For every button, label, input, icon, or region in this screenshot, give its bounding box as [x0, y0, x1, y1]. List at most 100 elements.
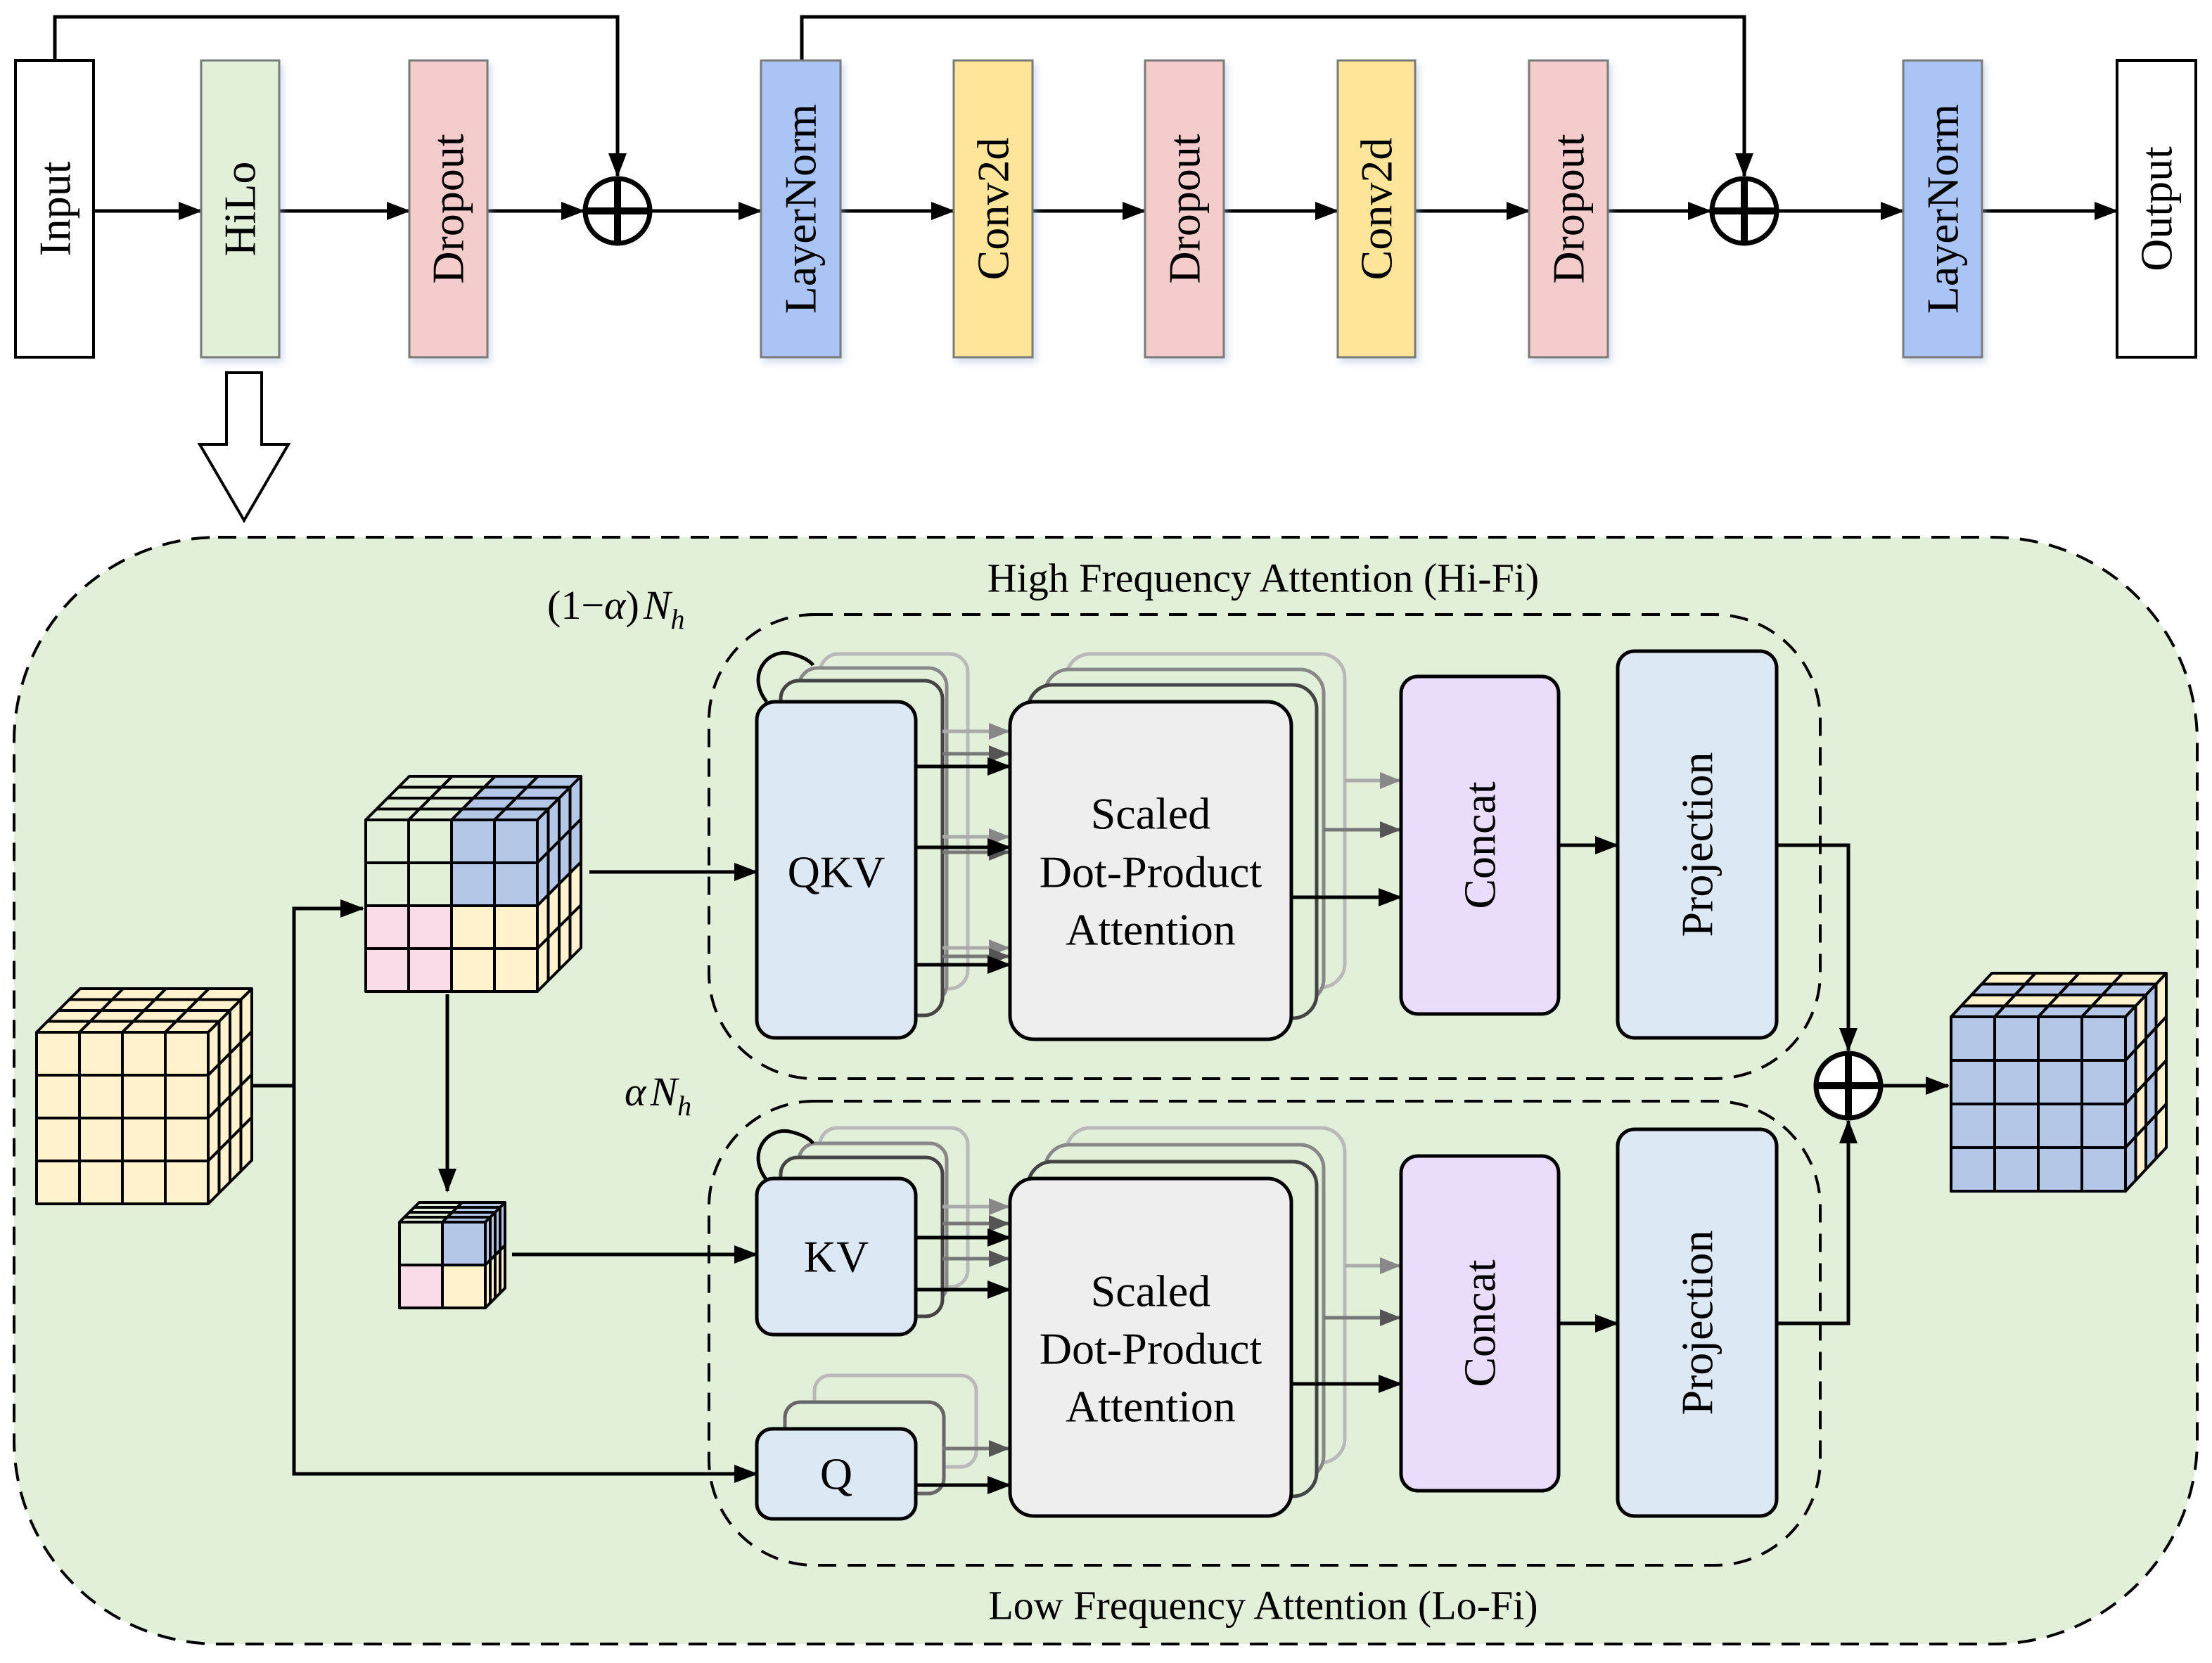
skip-connection-2 — [800, 15, 1753, 177]
output-label: Output — [2132, 146, 2182, 271]
cube-cell — [2080, 1015, 2127, 1062]
cube-cell — [1950, 1015, 1996, 1062]
cube-cell — [1993, 1059, 2040, 1105]
q-label: Q — [820, 1449, 852, 1499]
cube-cell — [2144, 1113, 2158, 1171]
input-block — [14, 59, 95, 359]
cube-cell — [407, 904, 453, 950]
cube-cell — [525, 775, 582, 789]
cube-cell — [441, 1264, 487, 1309]
cube-cell — [164, 1020, 221, 1034]
dropout-block-1 — [408, 59, 489, 359]
hifi-head-count: (1−α)Nh — [547, 582, 685, 635]
cube-cell — [229, 1126, 243, 1183]
lofi-concat-label: Concat — [1455, 1259, 1505, 1387]
cube-cell — [450, 947, 496, 993]
cube-cell — [2037, 1146, 2083, 1193]
hifi-title: High Frequency Attention (Hi-Fi) — [987, 556, 1540, 601]
cube-cell — [441, 1221, 487, 1266]
lofi-attention-line3: Attention — [1066, 1382, 1236, 1432]
cube-cell — [2080, 1059, 2127, 1105]
hilo-label: HiLo — [215, 161, 265, 256]
cube-cell — [217, 1138, 231, 1195]
cube-cell — [1950, 1146, 1996, 1193]
cube-cell — [364, 818, 410, 864]
top-pipeline: Input HiLo Dropout LayerNorm Conv2d Drop… — [14, 15, 2197, 523]
cube-cell — [78, 1117, 124, 1162]
pooled-feature-cube — [398, 1201, 506, 1309]
cube-cell — [164, 1117, 210, 1162]
qkv-label: QKV — [788, 847, 886, 897]
skip-connection-1 — [53, 15, 627, 177]
cube-cell — [2090, 994, 2147, 1008]
dropout-block-2 — [1144, 59, 1225, 359]
cube-cell — [78, 1074, 124, 1119]
cube-cell — [2124, 1135, 2137, 1193]
cube-cell — [121, 1160, 167, 1205]
cube-cell — [1993, 1103, 2040, 1149]
cube-cell — [239, 1116, 253, 1173]
cube-cell — [2037, 1059, 2083, 1105]
cube-cell — [196, 987, 253, 1001]
cube-cell — [515, 785, 572, 800]
cube-cell — [398, 1264, 444, 1309]
hifi-concat-label: Concat — [1455, 781, 1505, 909]
cube-cell — [504, 797, 561, 811]
cube-cell — [450, 861, 496, 907]
cube-cell — [164, 1160, 210, 1205]
cube-cell — [493, 861, 539, 907]
cube-cell — [568, 904, 582, 961]
input-feature-cube — [35, 987, 253, 1205]
cube-cell — [493, 807, 550, 821]
lofi-projection-label: Projection — [1673, 1230, 1722, 1415]
dropout-block-3 — [1528, 59, 1609, 359]
cube-cell — [2037, 1103, 2083, 1149]
conv2d-label-1: Conv2d — [968, 138, 1018, 281]
output-block — [2116, 59, 2197, 359]
add-icon — [582, 176, 653, 246]
cube-cell — [78, 1031, 124, 1077]
cube-cell — [493, 904, 539, 950]
cube-cell — [121, 1031, 167, 1077]
cube-cell — [164, 1031, 210, 1077]
lofi-title: Low Frequency Attention (Lo-Fi) — [988, 1583, 1537, 1629]
cube-cell — [174, 1009, 231, 1023]
lofi-attention-line2: Dot-Product — [1040, 1324, 1262, 1374]
hifi-attention-block — [1008, 700, 1293, 1041]
cube-cell — [2134, 1124, 2147, 1182]
cube-cell — [450, 818, 496, 864]
output-feature-cube — [1950, 972, 2168, 1193]
hifi-attention-line2: Dot-Product — [1040, 847, 1262, 897]
conv2d-block-1 — [952, 59, 1034, 359]
cube-cell — [35, 1117, 81, 1162]
cube-cell — [1993, 1015, 2040, 1062]
cube-cell — [364, 947, 410, 993]
hilo-detail-panel: High Frequency Attention (Hi-Fi) Low Fre… — [13, 536, 2199, 1645]
lofi-attention-block — [1008, 1176, 1293, 1518]
hifi-projection-label: Projection — [1673, 752, 1722, 937]
hifi-attention-line3: Attention — [1066, 905, 1236, 955]
cube-cell — [121, 1117, 167, 1162]
cube-cell — [558, 914, 572, 971]
cube-cell — [2154, 1103, 2168, 1160]
cube-cell — [493, 818, 539, 864]
layernorm-block-2 — [1902, 59, 1983, 359]
cube-cell — [364, 904, 410, 950]
expand-down-arrow-icon — [197, 371, 291, 523]
cube-cell — [121, 1074, 167, 1119]
layernorm-label-2: LayerNorm — [1918, 104, 1968, 314]
input-label: Input — [30, 161, 80, 256]
cube-cell — [35, 1074, 81, 1119]
cube-cell — [2080, 1004, 2137, 1018]
conv2d-block-2 — [1336, 59, 1417, 359]
cube-cell — [1950, 1059, 1996, 1105]
cube-cell — [1950, 1103, 1996, 1149]
cube-cell — [35, 1160, 81, 1205]
layernorm-label-1: LayerNorm — [776, 104, 826, 314]
layernorm-block-1 — [760, 59, 842, 359]
cube-cell — [1993, 1146, 2040, 1193]
cube-cell — [450, 904, 496, 950]
cube-cell — [186, 998, 243, 1012]
dropout-label-2: Dropout — [1160, 134, 1210, 284]
